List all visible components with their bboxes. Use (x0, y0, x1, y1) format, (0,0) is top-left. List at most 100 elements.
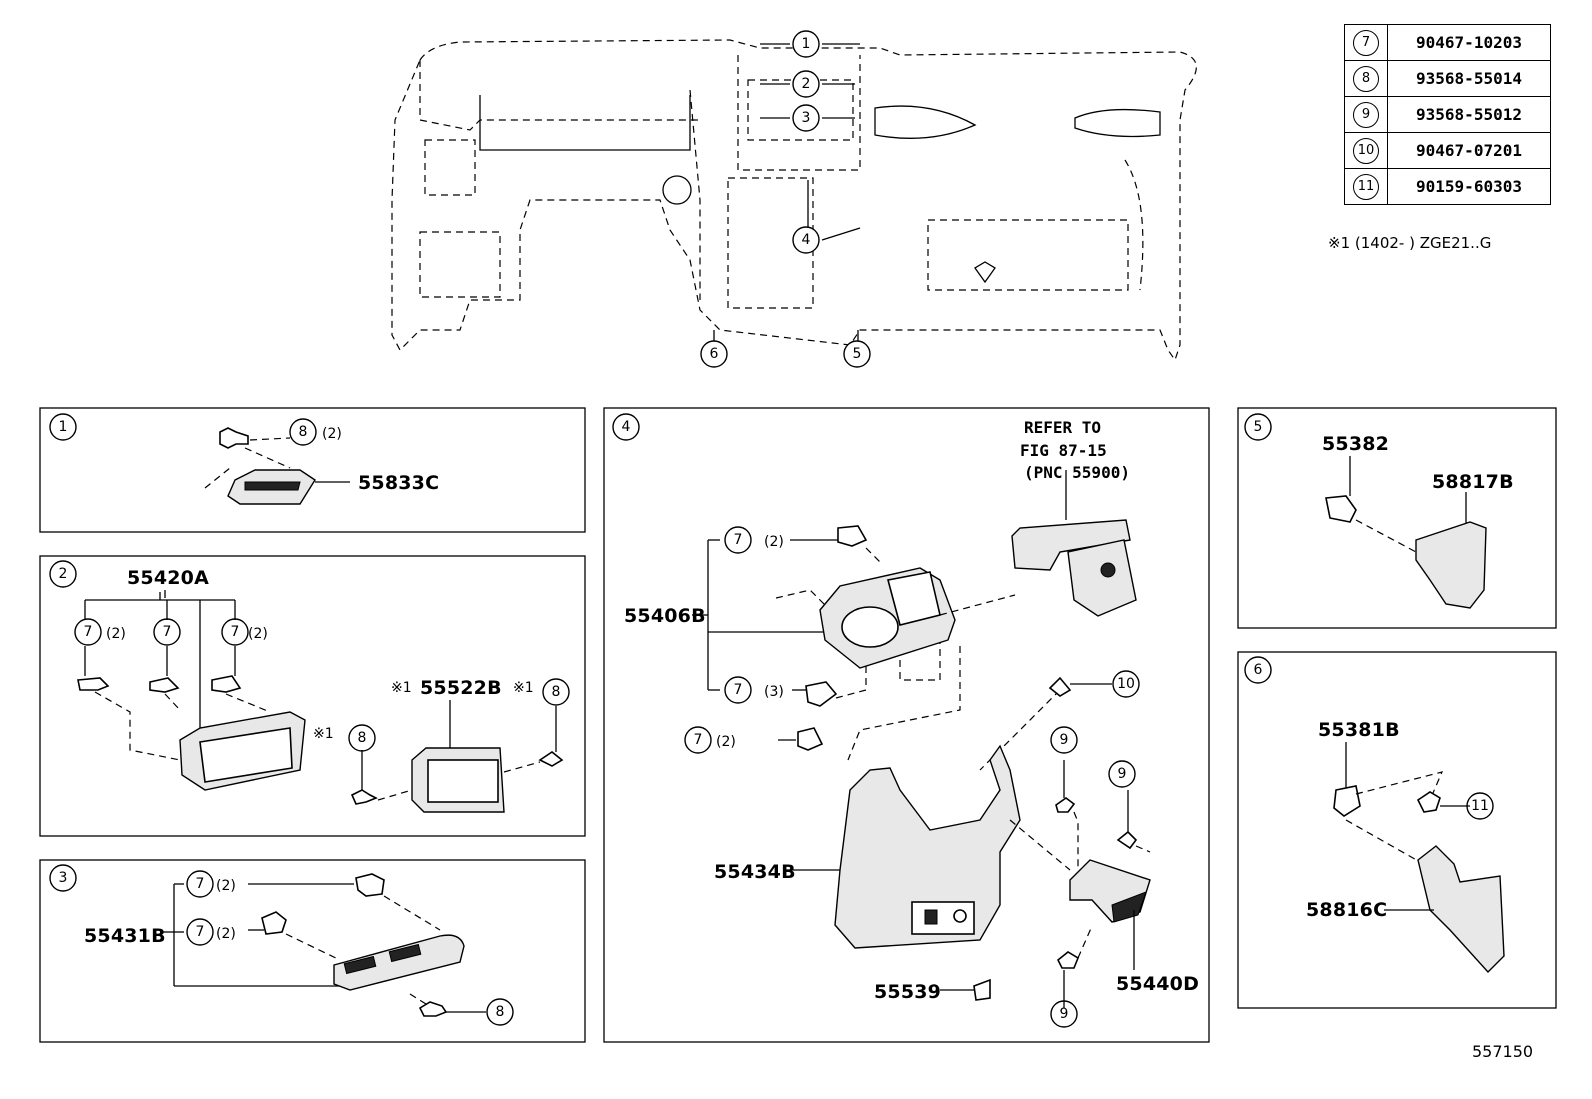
callout-circle: 7 (724, 676, 752, 704)
callout-circle: 7 (724, 526, 752, 554)
part-55440D: 55440D (1116, 973, 1199, 995)
panel-4-box (603, 407, 1210, 1043)
callout-number: 10 (1117, 676, 1135, 692)
callout-circle: 4 (612, 413, 640, 441)
legend-ref-circle: 10 (1353, 137, 1379, 164)
callout-number: 3 (59, 870, 68, 886)
part-55522B: 55522B (420, 677, 502, 699)
panel-6-parts (1333, 742, 1505, 974)
qty-label: (3) (764, 684, 784, 700)
panel-2-parts (77, 590, 564, 813)
panel-3-parts (160, 873, 486, 1017)
qty-label: (2) (216, 878, 236, 894)
callout-number: 11 (1471, 798, 1489, 814)
overview-callouts (713, 43, 861, 342)
callout-circle: 9 (1108, 760, 1136, 788)
callout-number: 1 (59, 419, 68, 435)
diagram-id: 557150 (1472, 1042, 1534, 1061)
legend-ref-cell: 11 (1344, 168, 1388, 205)
callout-number: 8 (299, 424, 308, 440)
legend-row: 8 93568-55014 (1344, 60, 1551, 97)
callout-circle: 8 (289, 418, 317, 446)
qty-label: (2) (322, 426, 342, 442)
legend-part-number: 90467-07201 (1387, 132, 1551, 169)
callout-circle: 10 (1112, 670, 1140, 698)
callout-circle: 2 (792, 70, 820, 98)
refer-note-line-2: FIG 87-15 (1020, 441, 1107, 460)
callout-number: 7 (734, 682, 743, 698)
callout-number: 7 (231, 624, 240, 640)
callout-circle: 1 (792, 30, 820, 58)
qty-label: (2) (216, 926, 236, 942)
part-55381B: 55381B (1318, 719, 1400, 741)
part-55382: 55382 (1322, 433, 1389, 455)
callout-number: 7 (84, 624, 93, 640)
qty-label: (2) (106, 626, 126, 642)
qty-label: (2) (248, 626, 268, 642)
panel-5-parts (1325, 456, 1487, 609)
callout-number: 7 (196, 876, 205, 892)
panel-1-box (39, 407, 586, 533)
callout-number: 9 (1060, 732, 1069, 748)
callout-number: 1 (802, 36, 811, 52)
callout-circle: 4 (792, 226, 820, 254)
part-55539: 55539 (874, 981, 941, 1003)
legend-ref-circle: 7 (1353, 29, 1379, 56)
callout-number: 8 (358, 730, 367, 746)
panel-3-box (39, 859, 586, 1043)
callout-number: 7 (163, 624, 172, 640)
legend-ref-circle: 11 (1353, 173, 1379, 200)
part-55406B: 55406B (624, 605, 706, 627)
callout-number: 4 (622, 419, 631, 435)
callout-number: 7 (694, 732, 703, 748)
callout-circle: 7 (684, 726, 712, 754)
legend-part-number: 90159-60303 (1387, 168, 1551, 205)
applicability-note: ※1 (1402- ) ZGE21..G (1328, 234, 1492, 252)
callout-circle: 6 (700, 340, 728, 368)
callout-number: 4 (802, 232, 811, 248)
instrument-panel-overview (391, 39, 1197, 362)
callout-number: 7 (734, 532, 743, 548)
callout-number: 9 (1118, 766, 1127, 782)
callout-circle: 5 (843, 340, 871, 368)
callout-number: 2 (802, 76, 811, 92)
callout-circle: 7 (153, 618, 181, 646)
legend-part-number: 93568-55014 (1387, 60, 1551, 97)
callout-number: 6 (1254, 662, 1263, 678)
callout-number: 8 (496, 1004, 505, 1020)
callout-circle: 7 (221, 618, 249, 646)
callout-circle: 9 (1050, 726, 1078, 754)
part-55431B: 55431B (84, 925, 166, 947)
legend-part-number: 93568-55012 (1387, 96, 1551, 133)
panel-6-box (1237, 651, 1557, 1009)
part-58817B: 58817B (1432, 471, 1514, 493)
callout-number: 3 (802, 110, 811, 126)
refer-note-line-1: REFER TO (1024, 418, 1101, 437)
callout-number: 9 (1060, 1006, 1069, 1022)
legend-row: 10 90467-07201 (1344, 132, 1551, 169)
panel-1-parts (204, 427, 350, 505)
callout-circle: 8 (542, 678, 570, 706)
callout-number: 7 (196, 924, 205, 940)
callout-circle: 6 (1244, 656, 1272, 684)
callout-circle: 1 (49, 413, 77, 441)
callout-circle: 2 (49, 560, 77, 588)
panel-5-box (1237, 407, 1557, 629)
callout-number: 6 (710, 346, 719, 362)
part-58816C: 58816C (1306, 899, 1387, 921)
callout-circle: 8 (486, 998, 514, 1026)
callout-number: 5 (1254, 419, 1263, 435)
callout-number: 2 (59, 566, 68, 582)
callout-circle: 11 (1466, 792, 1494, 820)
legend-ref-circle: 8 (1353, 65, 1379, 92)
star-mark-3: ※1 (313, 726, 334, 742)
callout-circle: 3 (792, 104, 820, 132)
panel-4-parts (692, 470, 1151, 1008)
callout-circle: 7 (186, 918, 214, 946)
panel-2-box (39, 555, 586, 837)
